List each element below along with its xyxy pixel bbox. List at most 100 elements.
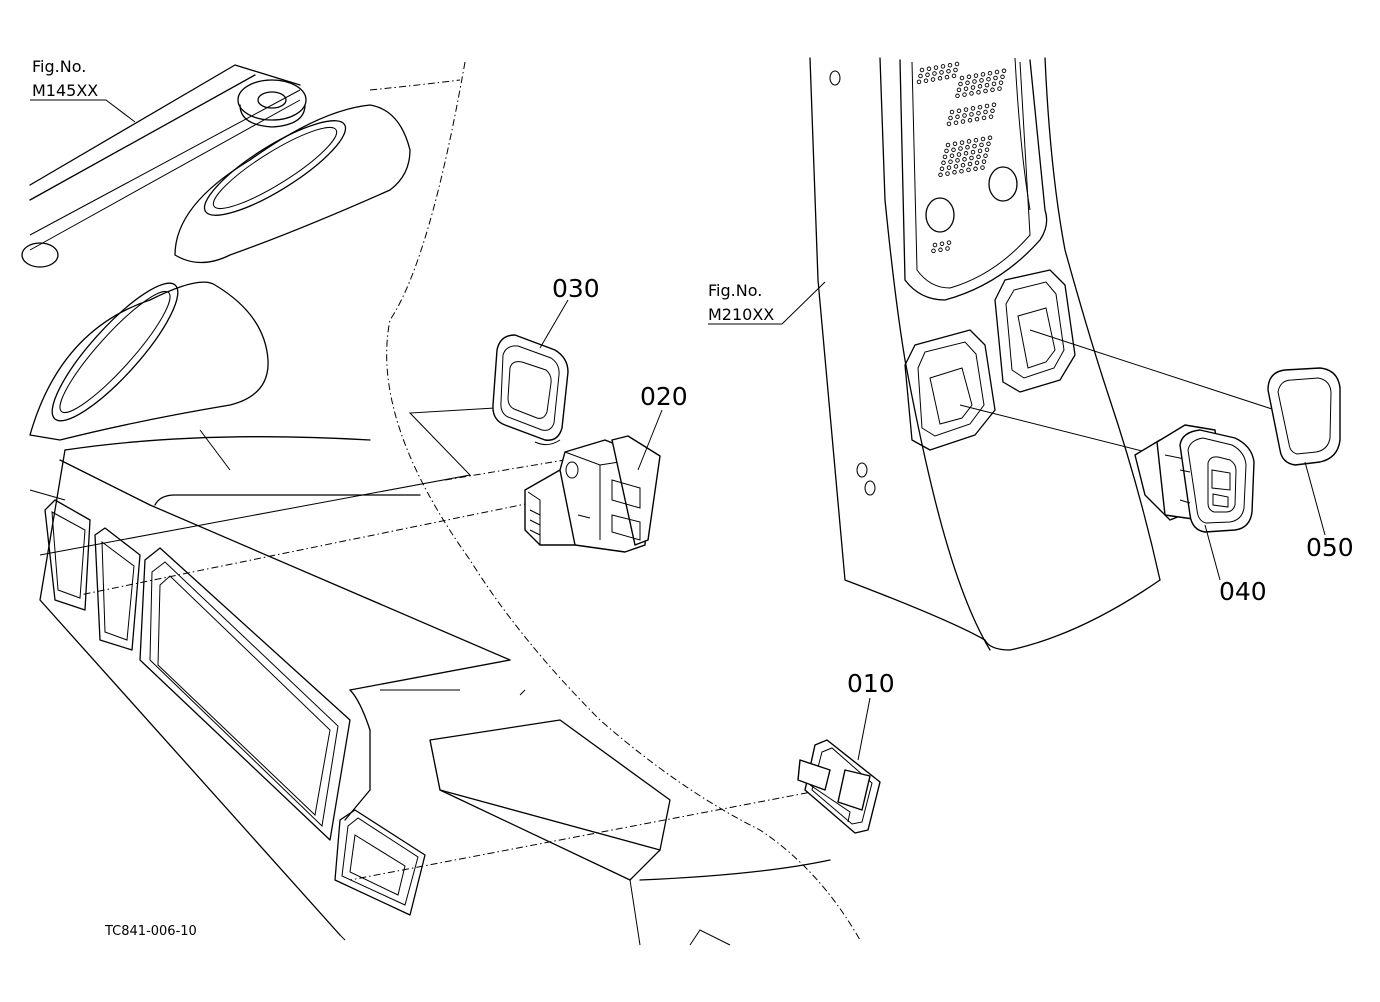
grille-hole xyxy=(946,68,951,74)
grille-hole xyxy=(987,135,993,141)
grille-hole xyxy=(949,153,955,158)
grille-hole xyxy=(959,168,964,174)
grille-hole xyxy=(954,61,960,67)
speaker-grille xyxy=(916,61,1007,254)
grille-hole xyxy=(983,153,988,158)
grille-hole xyxy=(944,74,950,80)
grille-hole xyxy=(976,110,981,116)
grille-hole xyxy=(953,164,959,169)
grille-hole xyxy=(969,91,974,96)
callout-050[interactable]: 050 xyxy=(1306,533,1354,562)
grille-hole xyxy=(952,170,957,175)
grille-hole xyxy=(951,73,957,79)
grille-hole xyxy=(983,88,988,94)
grille-hole xyxy=(956,87,962,93)
grille-hole xyxy=(977,84,983,89)
grille-hole xyxy=(933,65,939,70)
grille-hole xyxy=(940,64,946,69)
grille-hole xyxy=(948,115,953,121)
grille-hole xyxy=(988,114,994,119)
callout-030[interactable]: 030 xyxy=(552,274,600,303)
grille-hole xyxy=(981,115,987,121)
callout-020[interactable]: 020 xyxy=(640,382,688,411)
grille-hole xyxy=(946,240,952,245)
grille-hole xyxy=(930,77,936,82)
grille-hole xyxy=(931,248,936,254)
part-050-blank-cap[interactable] xyxy=(1267,367,1341,466)
grille-hole xyxy=(979,78,984,83)
grille-hole xyxy=(939,241,945,247)
grille-hole xyxy=(977,148,983,154)
grille-hole xyxy=(938,247,943,253)
grille-hole xyxy=(953,120,959,125)
drawing-code: TC841-006-10 xyxy=(104,924,197,939)
fig-ref-m145-number: M145XX xyxy=(32,81,98,100)
grille-hole xyxy=(945,171,950,176)
grille-hole xyxy=(993,75,998,81)
grille-hole xyxy=(946,121,952,127)
grille-hole xyxy=(1000,74,1005,80)
grille-hole xyxy=(967,161,973,167)
grille-hole xyxy=(1001,68,1007,74)
grille-hole xyxy=(916,79,922,85)
grille-hole xyxy=(974,160,980,166)
grille-hole xyxy=(941,160,946,166)
grille-hole xyxy=(963,86,969,91)
grille-hole xyxy=(980,136,986,142)
grille-hole xyxy=(945,246,950,251)
grille-hole xyxy=(983,109,988,115)
grille-hole xyxy=(970,149,976,155)
grille-hole xyxy=(956,108,962,114)
grille-hole xyxy=(959,140,965,145)
grille-hole xyxy=(939,70,944,75)
grille-hole xyxy=(945,142,951,148)
grille-hole xyxy=(949,109,955,115)
grille-hole xyxy=(987,70,993,76)
grille-hole xyxy=(979,142,984,148)
grille-hole xyxy=(980,165,985,170)
callout-010[interactable]: 010 xyxy=(847,669,895,698)
grille-hole xyxy=(948,159,953,164)
grille-hole xyxy=(973,166,978,172)
grille-hole xyxy=(962,113,967,118)
grille-hole xyxy=(977,104,983,110)
fig-ref-m210[interactable]: Fig.No. M210XX xyxy=(708,281,774,324)
grille-hole xyxy=(951,147,956,153)
grille-hole xyxy=(953,67,958,73)
grille-hole xyxy=(962,157,967,162)
fig-ref-m145[interactable]: Fig.No. M145XX xyxy=(32,57,98,100)
grille-hole xyxy=(918,73,923,79)
grille-hole xyxy=(990,87,995,93)
grille-hole xyxy=(972,143,977,149)
grille-hole xyxy=(976,90,981,95)
grille-hole xyxy=(937,76,943,81)
fig-ref-m210-prefix: Fig.No. xyxy=(708,281,762,300)
grille-hole xyxy=(925,72,930,78)
grille-hole xyxy=(952,141,958,147)
grille-hole xyxy=(981,159,987,164)
fig-ref-m145-prefix: Fig.No. xyxy=(32,57,86,76)
grille-hole xyxy=(942,154,948,160)
grille-hole xyxy=(966,74,972,80)
callout-leaders xyxy=(30,99,1326,761)
part-030-grommet[interactable] xyxy=(492,334,569,446)
grille-hole xyxy=(966,139,972,144)
part-010-cover[interactable] xyxy=(797,739,881,834)
grille-hole xyxy=(970,106,976,111)
callout-040[interactable]: 040 xyxy=(1219,577,1267,606)
grille-hole xyxy=(946,165,952,170)
part-040-rocker-switch[interactable] xyxy=(1134,424,1255,533)
grille-hole xyxy=(973,137,979,143)
grille-hole xyxy=(963,151,969,156)
pillar-panel xyxy=(809,57,1161,651)
grille-hole xyxy=(984,82,990,88)
grille-hole xyxy=(965,145,970,150)
grille-hole xyxy=(962,92,967,97)
grille-hole xyxy=(955,158,960,163)
grille-hole xyxy=(919,67,925,73)
grille-hole xyxy=(994,69,1000,75)
grille-hole xyxy=(955,114,960,120)
grille-hole xyxy=(932,71,937,76)
grille-hole xyxy=(944,148,949,154)
part-020-switch[interactable] xyxy=(524,435,661,553)
